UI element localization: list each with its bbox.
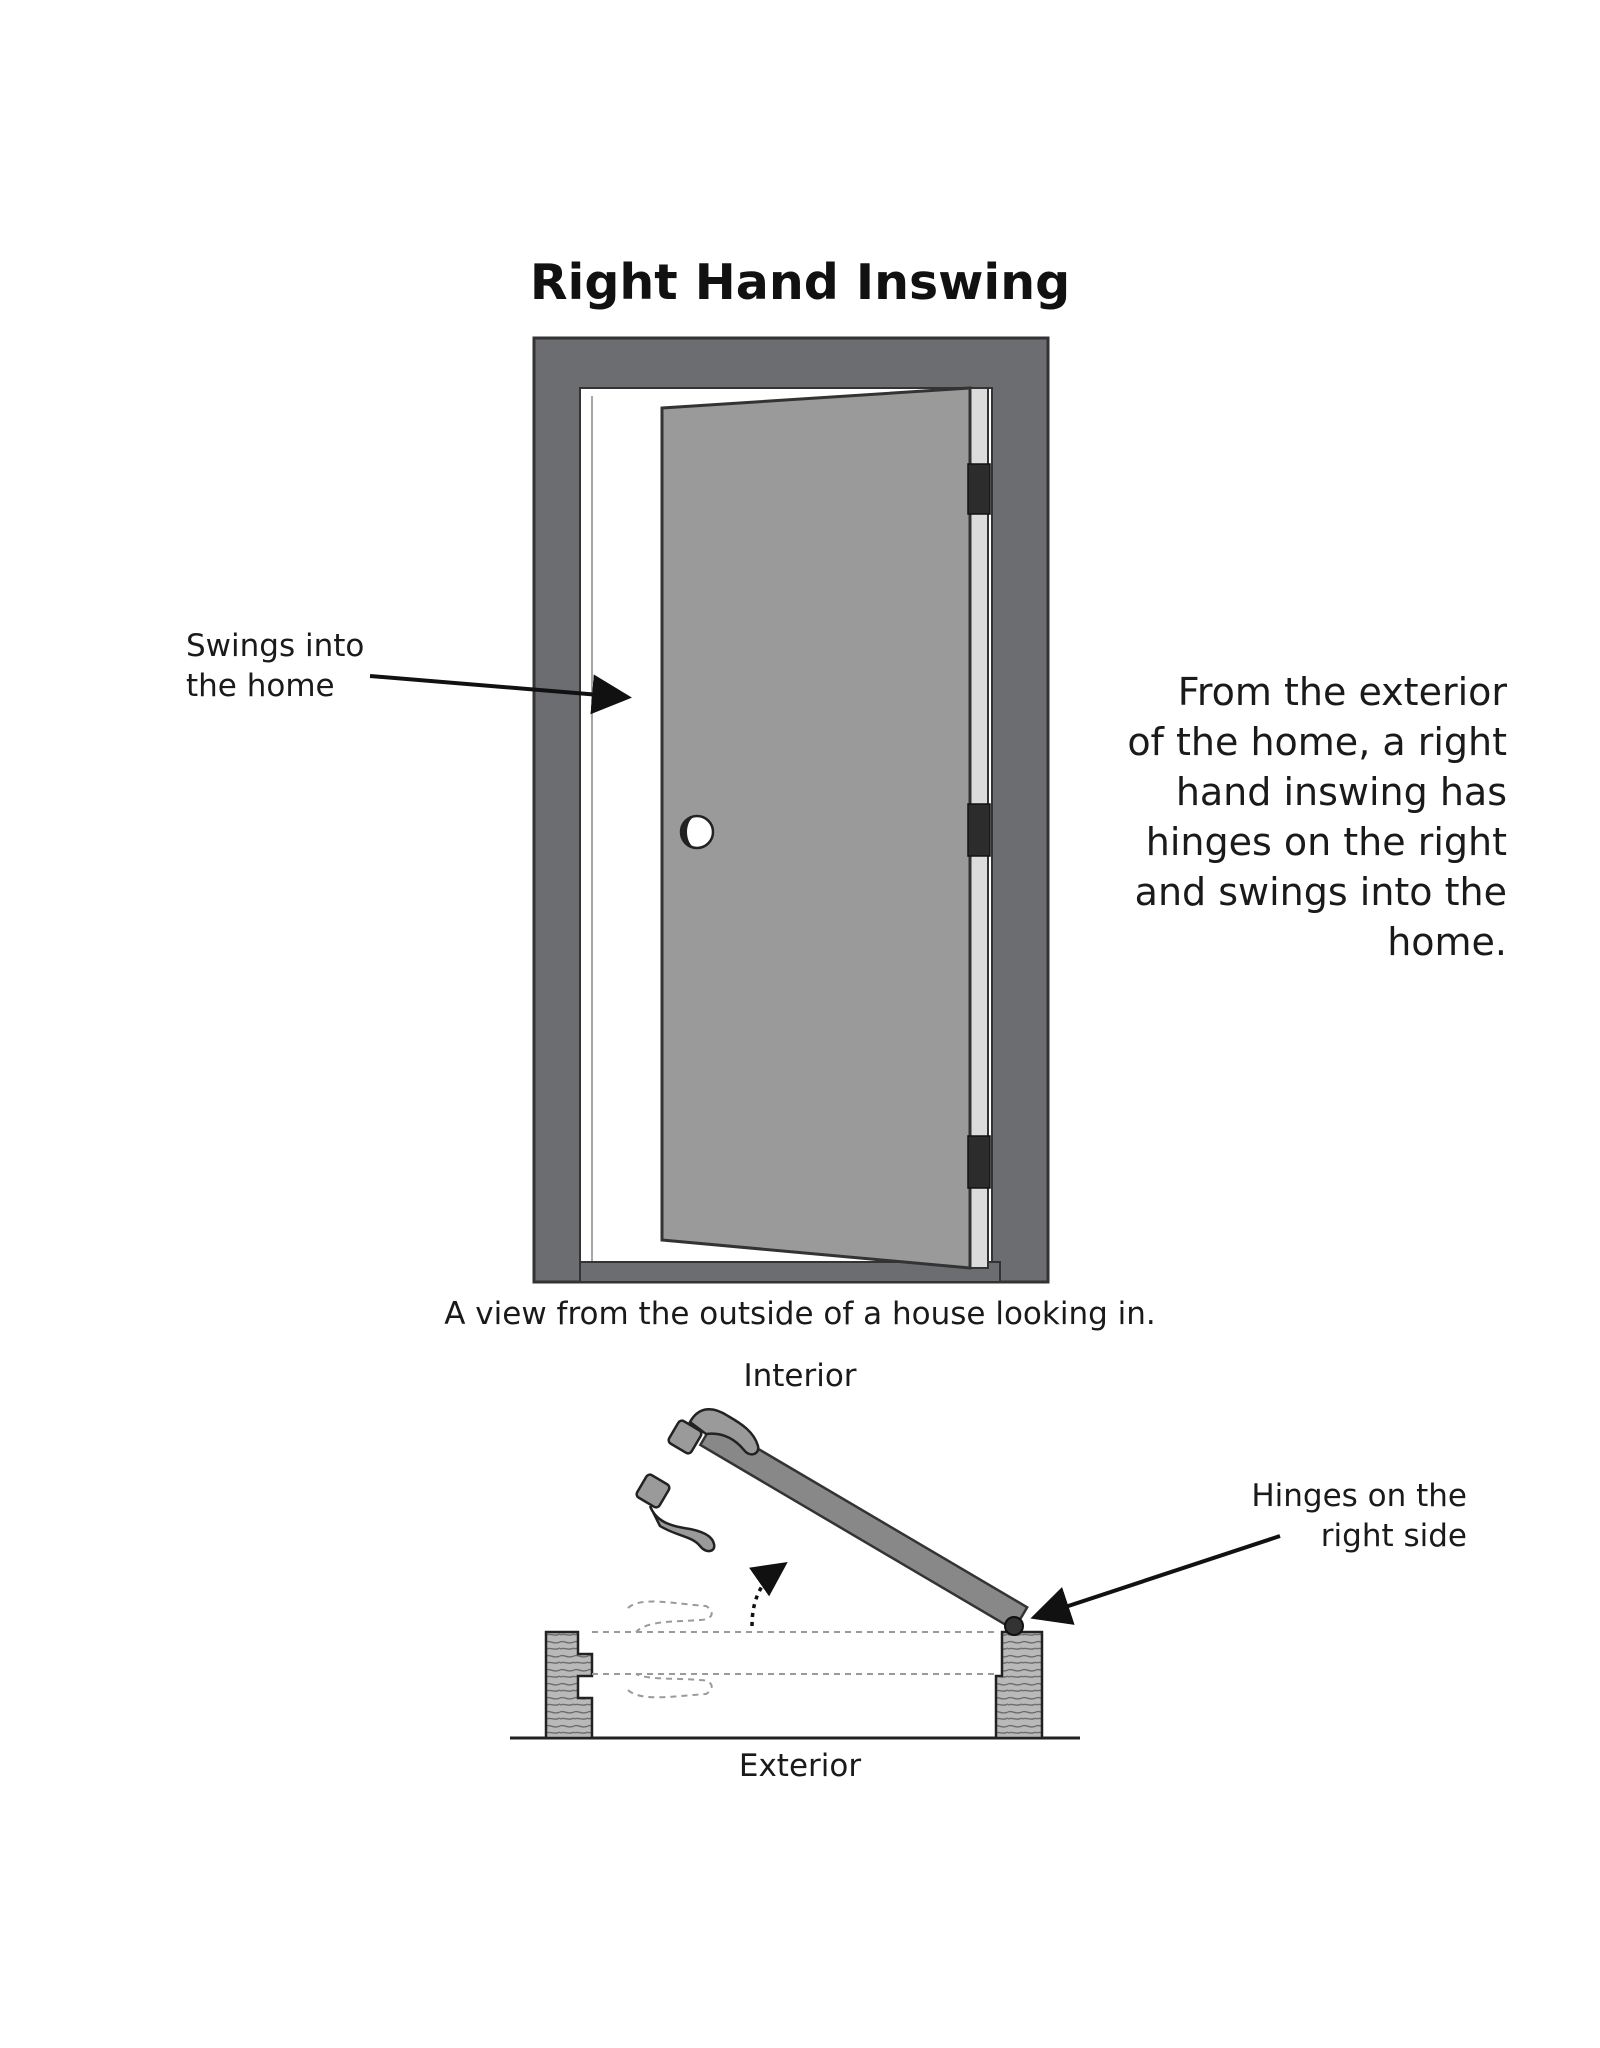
hinges-label-line: Hinges on the [1251,1478,1467,1514]
description-line: hand inswing has [1175,770,1507,814]
closed-door-ghost [592,1600,996,1699]
description-line: of the home, a right [1127,720,1507,764]
hinge-bottom [967,1135,991,1189]
exterior-label: Exterior [738,1748,862,1784]
hinge-top [967,463,991,515]
hinge-pivot [1004,1616,1024,1636]
swing-label-line: Swings into [186,628,365,664]
door-knob [679,814,715,850]
lever-handles [635,1408,760,1553]
swing-label: Swings into the home [186,626,364,706]
hinges-label: Hinges on the right side [1251,1476,1467,1556]
interior-label: Interior [743,1358,857,1394]
door-leaf [660,386,972,1270]
hinge-pointer-arrow [1030,1534,1281,1625]
inswing-description: From the exterior of the home, a right h… [1127,667,1507,967]
description-line: From the exterior [1177,670,1507,714]
swing-arrow [369,674,632,715]
hinge-middle [967,803,991,857]
swing-path-arrow [749,1561,788,1627]
left-jamb [544,1630,594,1740]
right-jamb [994,1630,1044,1740]
description-line: and swings into the [1134,870,1507,914]
threshold [579,1261,1001,1283]
swing-label-line: the home [186,668,335,704]
hinges-label-line: right side [1320,1518,1467,1554]
diagram-title: Right Hand Inswing [529,254,1071,311]
front-view-caption: A view from the outside of a house looki… [444,1296,1156,1332]
description-line: hinges on the right [1145,820,1507,864]
description-line: home. [1387,920,1507,964]
hinges-front [967,463,991,1189]
